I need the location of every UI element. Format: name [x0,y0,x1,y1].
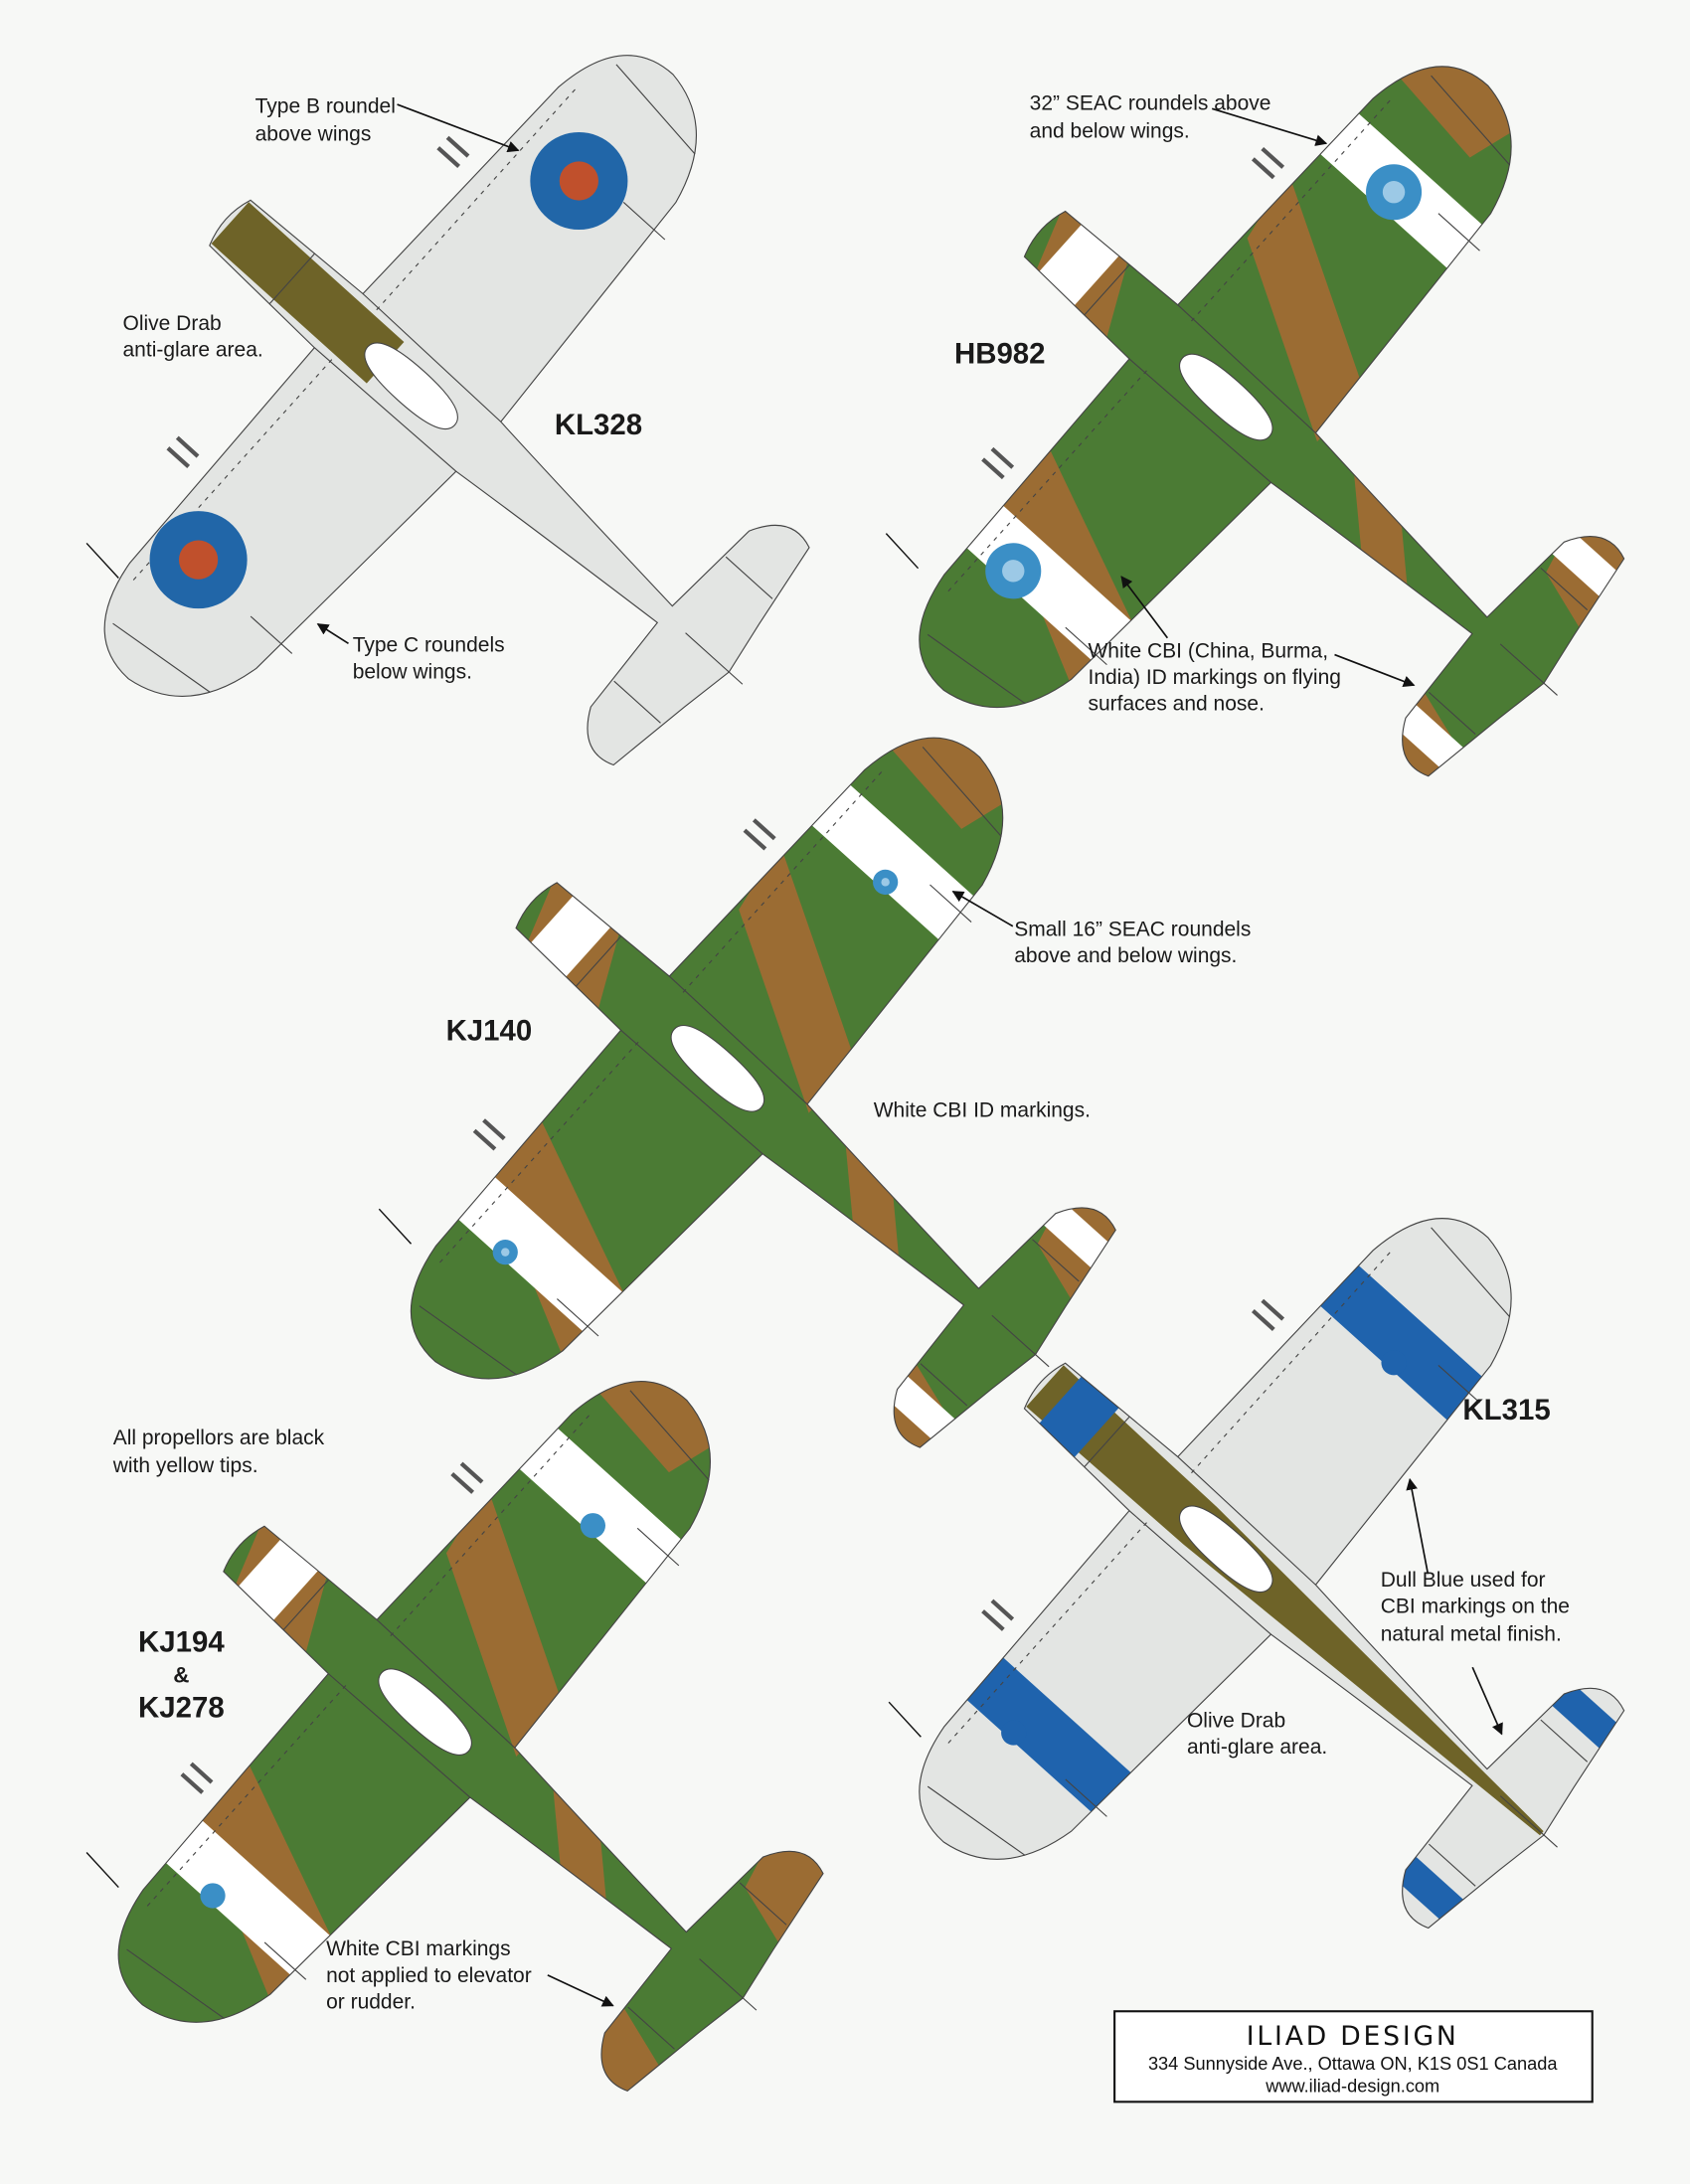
seac-roundel-16 [492,1240,518,1265]
roundel-outer [580,1513,606,1539]
serial-kj194: KJ194 [138,1626,225,1659]
paint-scheme [211,202,405,384]
serial-kj278: KJ278 [138,1692,225,1725]
panel-lines [419,747,1080,1407]
airframe-outline [117,1381,824,2093]
cbi-band [145,1803,360,2004]
airframe-outline [410,737,1116,1448]
panel-lines-dashed [944,96,1394,595]
serial-kl328: KL328 [555,409,642,441]
paint-scheme [946,1247,1624,1929]
camouflage-patch [739,843,856,1113]
roundel [1001,1720,1027,1746]
panel-lines-dashed [129,85,579,585]
note-cbi-id: White CBI ID markings. [874,1099,1091,1122]
anti-glare-panel [1026,1365,1544,1836]
camouflage-patch [445,1486,564,1757]
cannon-barrels [472,818,776,1151]
seac-roundel-16 [873,869,899,895]
aircraft-kj140 [410,737,1116,1448]
aircraft-kl328 [103,55,810,766]
aircraft-kl315 [919,1218,1625,1930]
serial-hb982: HB982 [954,338,1046,371]
website-link[interactable]: www.iliad-design.com [1265,2077,1439,2097]
serial-ampersand: & [173,1663,189,1688]
cbi-band [438,1159,652,1360]
airframe [411,738,1116,1448]
cbi-band [500,1410,714,1610]
cannon-barrels [981,146,1285,480]
roundel-outer [1001,1720,1027,1746]
cbi-band [946,488,1161,689]
cbi-band [946,1640,1161,1841]
roundel-centre [178,540,219,580]
camouflage-patch [590,1381,732,1473]
cannon-barrels [180,1461,484,1794]
airframe-outline [919,1218,1625,1930]
address: 334 Sunnyside Ave., Ottawa ON, K1S 0S1 C… [1148,2054,1558,2074]
cbi-band [792,766,1006,967]
panel-lines [927,75,1589,735]
roundel-outer [1381,1350,1407,1376]
airframe [104,55,809,765]
panel-lines [927,1227,1589,1887]
seac-roundel-32 [1366,164,1423,221]
aircraft-layer [103,55,1625,2093]
canopy [1178,1505,1273,1593]
brand-name: ILIAD DESIGN [1247,2021,1459,2052]
roundel-type-b [530,131,628,231]
canopy [378,1668,472,1756]
roundel-outer [200,1883,226,1909]
footer-box: ILIAD DESIGN 334 Sunnyside Ave., Ottawa … [1113,2010,1594,2103]
cannon-barrels [981,1298,1285,1631]
roundel-centre [559,161,598,201]
camouflage-patch [1391,66,1533,158]
serial-kj140: KJ140 [446,1015,533,1048]
seac-roundel [200,1883,226,1909]
airframe-outline [919,66,1625,777]
airframe-outline [103,55,810,766]
camouflage-patch [1247,171,1364,442]
roundel-centre [501,1248,510,1257]
note-cbi: White CBI (China, Burma,India) ID markin… [1089,639,1341,715]
anti-glare-panel [211,202,405,384]
serial-kl315: KL315 [1462,1394,1550,1427]
canopy [364,342,458,430]
roundel-centre [1002,560,1025,583]
cannon-barrels [166,135,470,468]
canopy [670,1025,765,1112]
panel-lines [112,64,773,724]
cbi-band [1300,1247,1515,1447]
panel-lines-dashed [944,1249,1394,1747]
annotation-arrows [316,103,1503,2007]
camouflage-patch [1352,454,1411,619]
panel-lines-dashed [143,1412,592,1910]
panel-lines [126,1390,787,2050]
canopy [1178,353,1273,441]
camouflage-patch [551,1769,609,1934]
camouflage-patch [843,1125,903,1291]
roundel-centre [881,878,890,887]
camouflage-patch [883,738,1024,829]
panel-lines-dashed [436,767,886,1266]
seac-roundel-32 [985,543,1042,599]
roundel [1381,1350,1407,1376]
seac-roundel [580,1513,606,1539]
roundel-type-b [149,511,248,609]
roundel-centre [1382,181,1406,204]
pitot-leaders [85,533,922,1889]
